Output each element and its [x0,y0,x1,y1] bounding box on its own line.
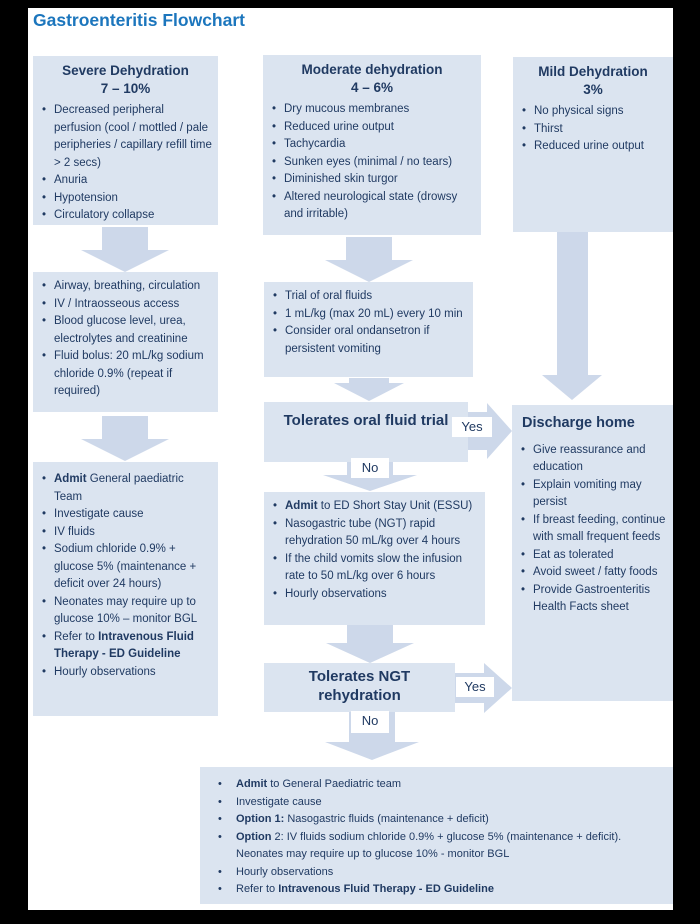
bullet: Blood glucose level, urea, electrolytes … [41,313,213,348]
ngt-decision-title-line2: rehydration [318,687,401,704]
bullet: Decreased peripheral perfusion (cool / m… [41,102,213,172]
bullet: Trial of oral fluids [272,288,468,306]
bullet: Refer to Intravenous Fluid Therapy - ED … [41,629,213,664]
arrow-moderate-to-trial [325,237,413,282]
moderate-header-line1: Moderate dehydration [301,62,443,77]
bullet: Sodium chloride 0.9% + glucose 5% (maint… [41,541,213,594]
bullet: Sunken eyes (minimal / no tears) [271,154,476,172]
bullet: Hypotension [41,190,213,208]
bullet: Refer to Intravenous Fluid Therapy - ED … [214,881,670,899]
bullet: Thirst [521,121,668,139]
essu-admit-box: Admit to ED Short Stay Unit (ESSU)Nasoga… [264,492,485,625]
label-yes-oral: Yes [452,417,492,437]
moderate-signs-list: Dry mucous membranesReduced urine output… [263,101,481,224]
arrow-severe-to-treatment [81,227,169,272]
mild-header: Mild Dehydration 3% [513,57,673,99]
bullet: Diminished skin turgor [271,171,476,189]
severe-header-line2: 7 – 10% [100,81,151,96]
label-no-ngt: No [351,711,389,733]
discharge-home-list: Give reassurance and educationExplain vo… [512,442,673,617]
discharge-home-title: Discharge home [522,415,635,431]
oral-fluids-trial-box: Trial of oral fluids1 mL/kg (max 20 mL) … [264,282,473,377]
essu-admit-list: Admit to ED Short Stay Unit (ESSU)Nasoga… [264,498,485,603]
page-title: Gastroenteritis Flowchart [33,10,245,30]
mild-header-line1: Mild Dehydration [538,64,648,79]
bullet: Give reassurance and education [520,442,668,477]
bullet: If breast feeding, continue with small f… [520,512,668,547]
bullet: Tachycardia [271,136,476,154]
bullet: Anuria [41,172,213,190]
bullet: Option 1: Nasogastric fluids (maintenanc… [214,811,670,829]
severe-dehydration-box: Severe Dehydration 7 – 10% Decreased per… [33,56,218,225]
mild-header-line2: 3% [583,82,603,97]
oral-fluid-decision-title: Tolerates oral fluid trial [283,412,449,429]
bullet: Consider oral ondansetron if persistent … [272,323,468,358]
moderate-header: Moderate dehydration 4 – 6% [263,55,481,97]
bullet: Dry mucous membranes [271,101,476,119]
bullet: Neonates may require up to glucose 10% –… [41,594,213,629]
bullet: Altered neurological state (drowsy and i… [271,189,476,224]
ngt-decision-box: Tolerates NGT rehydration [264,663,455,712]
bullet: Avoid sweet / fatty foods [520,564,668,582]
bullet: Airway, breathing, circulation [41,278,213,296]
ngt-decision-title: Tolerates NGT rehydration [264,663,455,705]
label-yes-ngt: Yes [456,677,494,697]
mild-signs-list: No physical signsThirstReduced urine out… [513,103,673,156]
arrow-essu-to-ngt [326,625,414,663]
moderate-header-line2: 4 – 6% [350,80,394,95]
arrow-treatment-to-admit [81,416,169,461]
bullet: Fluid bolus: 20 mL/kg sodium chloride 0.… [41,348,213,401]
final-admit-box: Admit to General Paediatric teamInvestig… [200,767,673,904]
bullet: 1 mL/kg (max 20 mL) every 10 min [272,306,468,324]
label-no-oral: No [351,458,389,478]
bullet: Reduced urine output [271,119,476,137]
oral-fluid-decision-box: Tolerates oral fluid trial [264,402,468,462]
severe-admit-box: Admit General paediatric TeamInvestigate… [33,462,218,716]
severe-treatment-list: Airway, breathing, circulationIV / Intra… [33,278,218,401]
arrow-mild-to-discharge [542,232,602,400]
bullet: Circulatory collapse [41,207,213,225]
ngt-decision-title-line1: Tolerates NGT [308,668,411,685]
bullet: If the child vomits slow the infusion ra… [272,551,480,586]
discharge-home-box: Discharge home Give reassurance and educ… [512,405,673,701]
bullet: IV fluids [41,524,213,542]
bullet: Hourly observations [41,664,213,682]
arrow-trial-to-decision [334,378,404,401]
final-admit-list: Admit to General Paediatric teamInvestig… [200,767,673,899]
bullet: Investigate cause [214,794,670,812]
severe-admit-list: Admit General paediatric TeamInvestigate… [33,471,218,681]
bullet: Admit to ED Short Stay Unit (ESSU) [272,498,480,516]
bullet: No physical signs [521,103,668,121]
bullet: Eat as tolerated [520,547,668,565]
bullet: Nasogastric tube (NGT) rapid rehydration… [272,516,480,551]
bullet: Investigate cause [41,506,213,524]
bullet: Provide Gastroenteritis Health Facts she… [520,582,668,617]
moderate-dehydration-box: Moderate dehydration 4 – 6% Dry mucous m… [263,55,481,235]
severe-header: Severe Dehydration 7 – 10% [33,56,218,98]
severe-signs-list: Decreased peripheral perfusion (cool / m… [33,102,218,225]
bullet: Admit General paediatric Team [41,471,213,506]
severe-treatment-box: Airway, breathing, circulationIV / Intra… [33,272,218,412]
bullet: Admit to General Paediatric team [214,776,670,794]
arrow-ngt-no-down [325,712,419,760]
mild-dehydration-box: Mild Dehydration 3% No physical signsThi… [513,57,673,232]
oral-fluids-trial-list: Trial of oral fluids1 mL/kg (max 20 mL) … [264,288,473,358]
severe-header-line1: Severe Dehydration [62,63,189,78]
bullet: Option 2: IV fluids sodium chloride 0.9%… [214,829,670,864]
bullet: Reduced urine output [521,138,668,156]
bullet: Hourly observations [214,864,670,882]
bullet: Explain vomiting may persist [520,477,668,512]
bullet: Hourly observations [272,586,480,604]
flowchart-canvas: Gastroenteritis Flowchart Severe Dehydra… [28,8,673,910]
bullet: IV / Intraosseous access [41,296,213,314]
